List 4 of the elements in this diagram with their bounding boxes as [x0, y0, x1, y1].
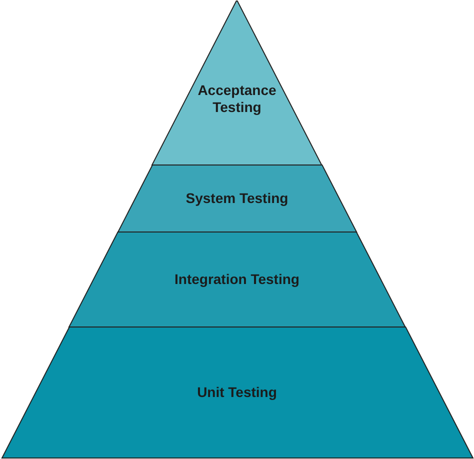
level-label: Acceptance Testing	[196, 82, 278, 116]
level-label: Integration Testing	[174, 271, 300, 288]
level-label: Unit Testing	[196, 384, 278, 401]
level-label: System Testing	[184, 190, 290, 207]
